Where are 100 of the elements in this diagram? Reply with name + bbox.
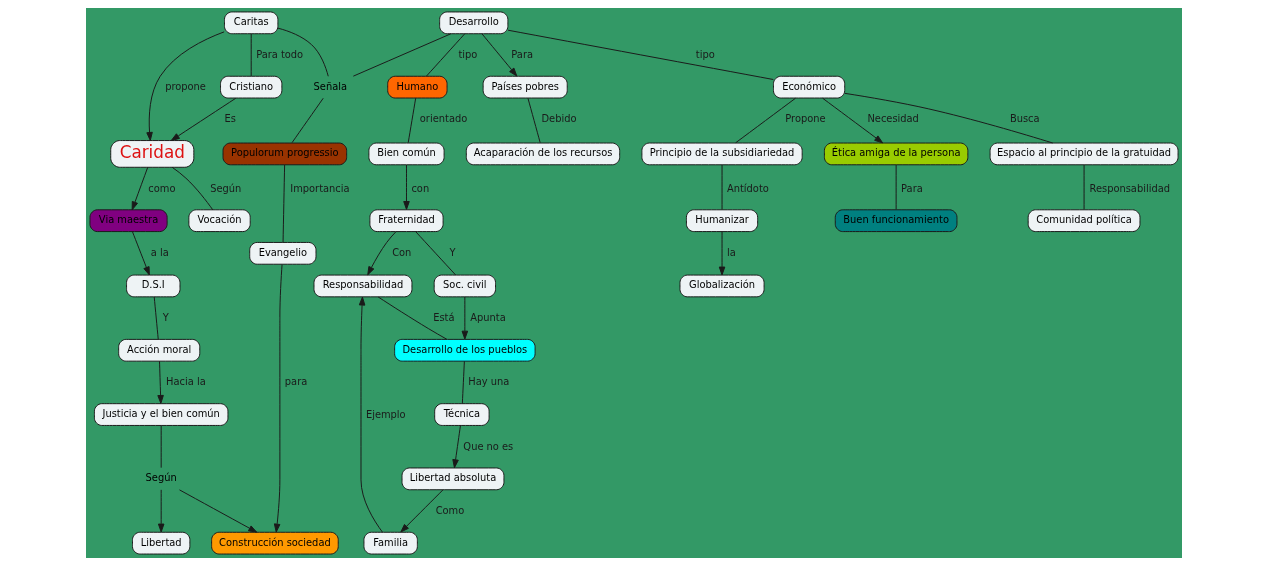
edge-label: Es — [223, 113, 236, 125]
connector — [734, 97, 796, 144]
connector — [1083, 164, 1085, 210]
edge-label: Necesidad — [866, 113, 919, 125]
node-box: Económico — [772, 75, 845, 99]
arrow — [481, 33, 517, 77]
edge-label: Que no es — [462, 440, 513, 452]
arrow — [402, 164, 410, 210]
edge-label: tipo — [457, 48, 477, 60]
arrow — [156, 360, 164, 404]
edge-label: la — [726, 247, 736, 259]
node-box: Bien común — [367, 142, 445, 166]
edge-label: Antídoto — [726, 182, 769, 194]
connector — [153, 296, 159, 340]
arrow — [399, 489, 443, 533]
node-box: Via maestra — [88, 209, 168, 233]
arrow — [821, 97, 883, 144]
node-text: Según — [145, 472, 177, 484]
edge-label: tipo — [695, 48, 715, 60]
arrow — [461, 296, 468, 340]
node-box: Libertad — [131, 531, 190, 555]
edge-label: Busca — [1009, 113, 1040, 125]
connector — [160, 425, 162, 469]
edge-label: orientado — [419, 113, 467, 125]
connector — [843, 92, 1053, 144]
node-box: Evangelio — [248, 241, 316, 265]
edge-label: como — [147, 182, 175, 194]
node-box: Familia — [362, 531, 418, 555]
node-box: Acción moral — [117, 338, 200, 362]
node-box: Libertad absoluta — [401, 467, 504, 491]
connector — [721, 164, 723, 210]
arrow — [131, 166, 148, 211]
edge-label: Importancia — [289, 182, 350, 194]
edge-label: Y — [162, 312, 169, 324]
connector — [461, 360, 465, 404]
connector — [407, 97, 416, 144]
edge-label: Responsabilidad — [1089, 182, 1170, 194]
arrow — [451, 425, 461, 469]
connector — [282, 164, 285, 243]
node-box: Justicia y el bien común — [93, 403, 228, 426]
edge-label: Para — [900, 182, 923, 194]
edge-label: Como — [435, 504, 464, 516]
node-box: D.S.I — [125, 274, 180, 298]
node-box: Caritas — [223, 11, 278, 35]
arrow — [145, 31, 225, 141]
node-box: Soc. civil — [433, 274, 496, 298]
edge-label: Está — [432, 312, 455, 324]
node-box: Buen funcionamiento — [834, 209, 957, 233]
node-box: Responsabilidad — [313, 274, 412, 298]
connector — [414, 231, 456, 276]
node-box: Países pobres — [482, 75, 568, 99]
edge-label: Para — [510, 48, 533, 60]
edge-label: Hay una — [467, 376, 509, 388]
edge-label: Con — [391, 247, 411, 259]
node-box: Construcción sociedad — [210, 531, 339, 555]
node-box: Populorum progressio — [222, 142, 347, 166]
node-box: Vocación — [187, 209, 251, 233]
connector — [277, 27, 329, 77]
node-box: Comunidad política — [1027, 209, 1140, 233]
node-box: Ética amiga de la persona — [823, 142, 968, 166]
edge-label: Apunta — [469, 312, 506, 324]
node-box: Desarrollo de los pueblos — [393, 338, 536, 362]
arrow — [178, 489, 257, 533]
node-box: Principio de la subsidiariedad — [640, 142, 803, 166]
connector — [291, 97, 324, 144]
edge-label: Hacia la — [165, 376, 206, 388]
edge-label: con — [410, 182, 429, 194]
edge-label: Debido — [541, 113, 577, 125]
arrow — [273, 264, 283, 533]
edge-label: propone — [164, 81, 206, 93]
connector — [526, 97, 541, 144]
node-box: Fraternidad — [368, 209, 444, 233]
arrow — [358, 296, 383, 533]
connector — [250, 33, 252, 77]
connector — [352, 33, 451, 77]
arrow — [157, 489, 164, 533]
connector — [895, 164, 897, 210]
node-box: Humano — [386, 75, 448, 99]
node-box: Caridad — [109, 140, 194, 168]
node-box: Humanizar — [685, 209, 758, 233]
node-box: Técnica — [433, 403, 490, 426]
connector — [377, 296, 447, 340]
node-box: Desarrollo — [438, 11, 508, 35]
node-box: Acaparación de los recursos — [465, 142, 620, 166]
arrow — [366, 231, 396, 276]
edge-label: Para todo — [255, 48, 303, 60]
node-box: Globalización — [679, 274, 765, 298]
edge-label: Según — [209, 182, 241, 194]
arrow — [131, 231, 150, 276]
node-box: Espacio al principio de la gratuidad — [989, 142, 1179, 166]
arrow — [170, 97, 236, 141]
connector — [507, 29, 774, 80]
arrow — [718, 231, 725, 276]
edge-label: a la — [150, 247, 169, 259]
connector — [171, 166, 213, 211]
edge-label: Propone — [784, 113, 826, 125]
edge-label: Ejemplo — [365, 408, 406, 420]
connector — [425, 33, 465, 77]
node-box: Cristiano — [219, 75, 282, 99]
edge-label: para — [284, 376, 307, 388]
